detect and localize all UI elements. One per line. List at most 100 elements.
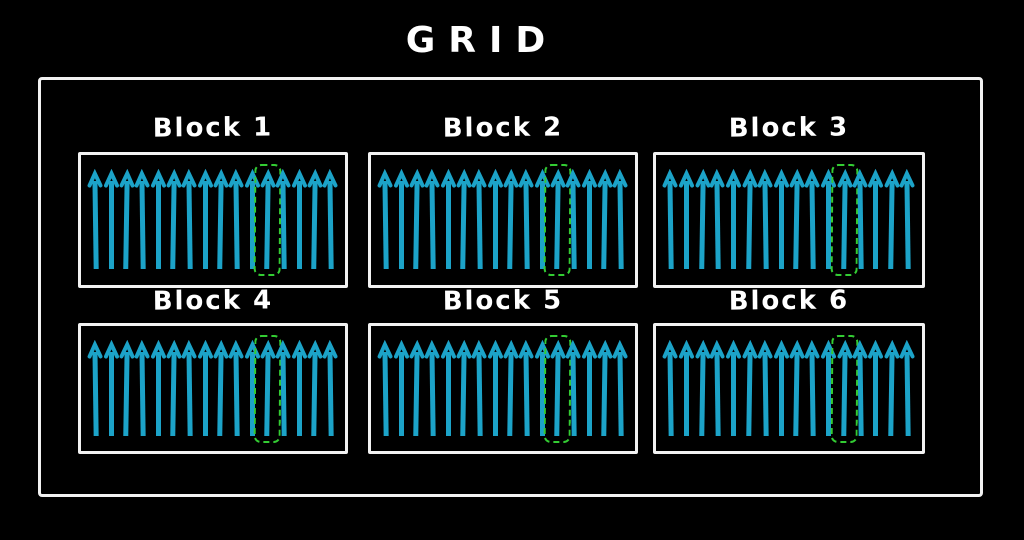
up-arrow-icon [565,168,581,270]
up-arrow-cell [709,339,725,438]
up-arrow-icon [393,169,409,269]
up-arrow-icon [868,169,884,269]
up-arrow-icon [518,339,534,436]
up-arrow-cell [409,339,425,438]
up-arrow-cell [789,339,805,438]
up-arrow-icon [518,168,534,270]
up-arrow-icon [612,339,628,436]
up-arrow-cell [166,339,182,438]
block-4-label: Block 4 [152,285,274,317]
up-arrow-cell [87,168,103,271]
up-arrow-cell [503,168,519,271]
up-arrow-cell [307,339,323,438]
up-arrow-cell [773,339,789,438]
up-arrow-cell [868,339,884,438]
up-arrow-cell [543,163,572,277]
up-arrow-cell [581,169,597,271]
up-arrow-cell [565,168,581,271]
up-arrow-cell [884,168,900,271]
up-arrow-icon [742,168,758,270]
up-arrow-icon [322,168,338,270]
up-arrow-icon [899,168,915,270]
block-4-frame [78,323,348,454]
up-arrow-icon [244,169,260,269]
up-arrow-cell [534,339,550,438]
up-arrow-icon [503,339,519,436]
up-arrow-cell [181,168,197,271]
up-arrow-cell [307,168,323,271]
up-arrow-icon [550,168,566,270]
block-5-label: Block 5 [442,285,564,317]
up-arrow-cell [543,334,572,443]
up-arrow-cell [852,339,868,438]
up-arrow-cell [471,339,487,438]
up-arrow-icon [213,168,229,270]
up-arrow-cell [597,168,613,271]
up-arrow-cell [534,169,550,271]
up-arrow-cell [150,339,166,438]
up-arrow-icon [709,168,725,270]
up-arrow-icon [197,339,213,436]
up-arrow-cell [119,339,135,438]
up-arrow-cell [275,168,291,271]
up-arrow-icon [275,339,291,436]
up-arrow-icon [884,168,900,270]
up-arrow-icon [228,339,244,436]
up-arrow-icon [726,339,742,436]
up-arrow-cell [868,169,884,271]
up-arrow-icon [322,339,338,436]
up-arrow-cell [518,168,534,271]
up-arrow-icon [695,339,711,436]
up-arrow-cell [253,163,282,277]
up-arrow-icon [581,169,597,269]
up-arrow-icon [837,339,853,436]
up-arrow-cell [820,339,836,438]
up-arrow-icon [662,339,678,436]
up-arrow-icon [678,169,694,269]
up-arrow-cell [695,168,711,271]
up-arrow-icon [244,339,260,436]
block-6: Block 6 [653,285,925,454]
up-arrow-icon [181,339,197,436]
up-arrow-icon [820,169,836,269]
up-arrow-icon [87,168,103,270]
up-arrow-icon [597,168,613,270]
block-6-label: Block 6 [728,285,850,317]
up-arrow-cell [456,339,472,438]
up-arrow-icon [581,339,597,436]
up-arrow-icon [612,168,628,270]
up-arrow-icon [456,339,472,436]
up-arrow-cell [899,168,915,271]
block-2-label: Block 2 [442,112,564,144]
block-1: Block 1 [78,110,348,288]
up-arrow-cell [181,339,197,438]
up-arrow-icon [534,339,550,436]
up-arrow-cell [695,339,711,438]
up-arrow-cell [884,339,900,438]
block-1-frame [78,152,348,288]
up-arrow-icon [307,168,323,270]
up-arrow-cell [244,169,260,271]
up-arrow-cell [197,169,213,271]
up-arrow-icon [789,168,805,270]
up-arrow-icon [260,168,276,270]
up-arrow-icon [852,339,868,436]
up-arrow-cell [678,339,694,438]
block-3-label: Block 3 [728,112,850,144]
up-arrow-icon [471,339,487,436]
up-arrow-cell [291,339,307,438]
up-arrow-cell [662,168,678,271]
up-arrow-cell [565,339,581,438]
up-arrow-cell [487,169,503,271]
up-arrow-icon [166,168,182,270]
up-arrow-cell [852,168,868,271]
up-arrow-icon [456,168,472,270]
up-arrow-icon [377,168,393,270]
up-arrow-cell [726,169,742,271]
block-4: Block 4 [78,285,348,454]
up-arrow-cell [228,168,244,271]
block-5: Block 5 [368,285,638,454]
up-arrow-icon [291,169,307,269]
up-arrow-cell [830,163,859,277]
